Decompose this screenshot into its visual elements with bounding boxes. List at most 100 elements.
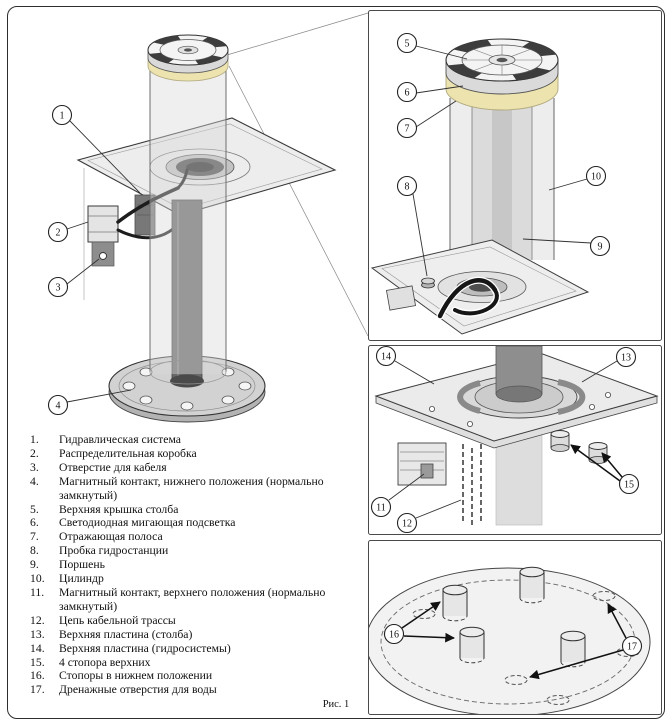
page-border: [7, 6, 665, 719]
plate-bolts: [428, 391, 612, 427]
svg-text:13: 13: [621, 353, 631, 364]
legend-item-number: 14.: [30, 641, 45, 655]
station-plug: [421, 277, 435, 289]
legend-item: 10. Цилиндр: [30, 572, 362, 586]
callout-7: 7: [396, 100, 457, 139]
outer-casing: [149, 58, 227, 385]
legend: 1.Гидравлическая система 2.Распределител…: [30, 433, 362, 697]
legend-item-text: Стопоры в нижнем положении: [59, 669, 213, 683]
legend-item: 2.Распределительная коробка: [30, 447, 362, 461]
callout-9: 9: [522, 235, 611, 257]
legend-item-number: 9.: [30, 558, 39, 572]
callout-4: 4: [47, 389, 132, 416]
legend-item: 12.Цепь кабельной трассы: [30, 614, 362, 628]
lower-stoppers: [442, 566, 586, 668]
legend-item-number: 6.: [30, 516, 39, 530]
inner-column: [170, 199, 204, 388]
legend-item-text: Верхняя крышка столба: [59, 502, 179, 516]
legend-item: 16. Стопоры в нижнем положении: [30, 669, 362, 683]
svg-text:8: 8: [405, 182, 410, 193]
legend-item-number: 16.: [30, 669, 45, 683]
svg-text:6: 6: [405, 88, 410, 99]
legend-item-number: 5.: [30, 502, 39, 516]
detail-column: [449, 82, 555, 260]
cable-chain: [462, 444, 482, 526]
stopper-housing-left: [457, 380, 481, 414]
legend-item-text: Верхняя пластина (столба): [59, 627, 193, 641]
legend-item-text: Пробка гидростанции: [59, 544, 169, 558]
cable-hole: [99, 252, 107, 260]
zoom-connector-lines: [226, 12, 369, 337]
svg-text:7: 7: [405, 124, 410, 135]
legend-item: 3. Отверстие для кабеля: [30, 461, 362, 475]
legend-item-number: 17.: [30, 683, 45, 697]
legend-item-number: 10.: [30, 572, 45, 586]
legend-item-number: 4.: [30, 474, 39, 488]
callout-17: 17: [529, 603, 643, 680]
legend-item: 8. Пробка гидростанции: [30, 544, 362, 558]
svg-text:15: 15: [624, 480, 634, 491]
upper-magnetic-contact: [420, 463, 434, 479]
legend-item-text: Цепь кабельной трассы: [59, 613, 176, 627]
legend-item-text: Магнитный контакт, верхнего положения (н…: [59, 585, 326, 613]
legend-item: 9. Поршень: [30, 558, 362, 572]
legend-item-number: 15.: [30, 655, 45, 669]
svg-text:14: 14: [381, 352, 391, 363]
legend-item-text: Распределительная коробка: [59, 446, 197, 460]
legend-item: 13. Верхняя пластина (столба): [30, 628, 362, 642]
svg-text:10: 10: [591, 172, 601, 183]
legend-item: 1.Гидравлическая система: [30, 433, 362, 447]
callout-6: 6: [396, 81, 464, 103]
callout-15: 15: [570, 444, 640, 495]
legend-item: 15. 4 стопора верхних: [30, 656, 362, 670]
detail-cap: [445, 38, 559, 111]
svg-text:1: 1: [60, 111, 65, 122]
piston-rod: [492, 90, 512, 260]
figure-caption: Рис. 1: [322, 699, 350, 710]
callout-3: 3: [47, 258, 100, 298]
main-cap: [147, 34, 229, 82]
callout-10: 10: [548, 165, 607, 191]
legend-item-number: 7.: [30, 530, 39, 544]
legend-item: 6.Светодиодная мигающая подсветка: [30, 516, 362, 530]
detail-box-bottom: 16 17: [368, 540, 662, 715]
main-view: 1 2 3 4: [47, 34, 337, 423]
legend-item-number: 13.: [30, 627, 45, 641]
svg-text:17: 17: [627, 642, 637, 653]
junction-box-detail: [385, 285, 417, 311]
svg-text:3: 3: [56, 283, 61, 294]
legend-item-text: Дренажные отверстия для воды: [59, 683, 217, 697]
stopper-housing-right: [557, 379, 586, 415]
legend-item-text: Отверстие для кабеля: [59, 460, 167, 474]
hydraulic-pump-unit: [397, 442, 447, 486]
legend-item-text: Цилиндр: [59, 572, 104, 586]
callout-13: 13: [581, 346, 637, 383]
legend-item-text: Верхняя пластина (гидросистемы): [59, 641, 231, 655]
svg-text:4: 4: [56, 401, 61, 412]
detail-box-middle: 14 13 11 12 15: [368, 345, 662, 535]
legend-item-number: 1.: [30, 433, 39, 446]
legend-item-number: 8.: [30, 544, 39, 558]
svg-text:12: 12: [402, 519, 412, 530]
legend-item-number: 3.: [30, 460, 39, 474]
top-plates-assembly: [374, 345, 659, 526]
callout-16: 16: [383, 601, 455, 645]
callout-12: 12: [396, 499, 462, 534]
callout-1: 1: [51, 104, 141, 194]
legend-item: 4.Магнитный контакт, нижнего положения (…: [30, 475, 362, 503]
callout-14: 14: [375, 345, 435, 385]
legend-item-text: Поршень: [59, 558, 105, 572]
svg-text:16: 16: [389, 630, 399, 641]
callout-8: 8: [396, 175, 428, 277]
distribution-box: [87, 205, 119, 267]
legend-item: 7. Отражающая полоса: [30, 530, 362, 544]
legend-item-text: 4 стопора верхних: [59, 655, 151, 669]
legend-item-text: Отражающая полоса: [59, 530, 163, 544]
flange-holes: [122, 367, 252, 411]
base-plate-detail: [369, 567, 651, 714]
cable-detail: [436, 276, 501, 320]
callout-5: 5: [396, 32, 468, 60]
legend-item: 17. Дренажные отверстия для воды: [30, 683, 362, 697]
